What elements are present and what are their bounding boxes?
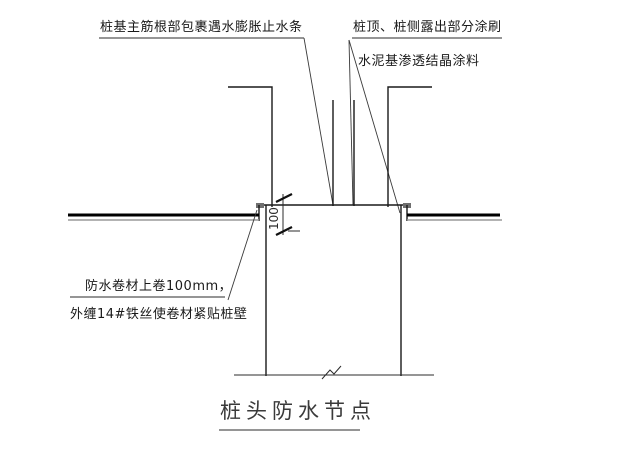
dimension-tick-bottom xyxy=(275,226,293,236)
dimension-tick-top xyxy=(275,193,293,203)
leader-line-top-right-b xyxy=(348,39,401,214)
rebar-left-bent xyxy=(228,86,273,207)
annotation-left-line2-text: 外缠14#铁丝使卷材紧贴桩壁 xyxy=(70,306,247,322)
dimension-value-100: 100 xyxy=(267,207,281,230)
annotation-top-left-text: 桩基主筋根部包裹遇水膨胀止水条 xyxy=(100,19,303,35)
rebar-right-bent xyxy=(387,86,432,207)
annotation-top-right-line2-text: 水泥基渗透结晶涂料 xyxy=(358,53,480,69)
pile-break-line xyxy=(321,365,342,380)
pile-top-left-corner-cap xyxy=(256,203,264,208)
leader-line-left-note xyxy=(227,209,258,301)
leader-line-top-left xyxy=(303,37,334,206)
annotation-left-line1-text: 防水卷材上卷100mm， xyxy=(85,278,232,294)
leader-line-top-right-a xyxy=(348,39,354,206)
annotation-top-right-line1-text: 桩顶、桩侧露出部分涂刷 xyxy=(353,19,502,35)
page-title: 桩头防水节点 xyxy=(220,399,376,423)
